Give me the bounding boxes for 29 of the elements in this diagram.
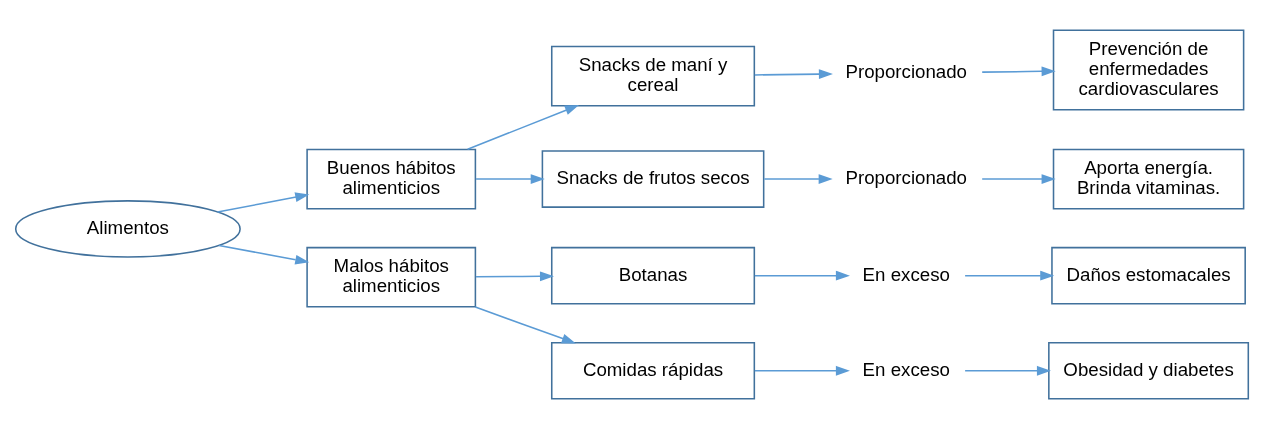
node-box: Malos hábitos alimenticios: [306, 246, 477, 308]
node-box: Comidas rápidas: [550, 341, 756, 400]
node-box: Prevención de enfermedades cardiovasculares: [1052, 28, 1245, 110]
node-box: Botanas: [550, 246, 756, 304]
arrow: [466, 104, 579, 150]
node-text: En exceso: [862, 358, 950, 380]
arrow: [754, 365, 850, 376]
arrow: [474, 305, 576, 343]
arrow: [964, 365, 1051, 376]
node-text: Proporcionado: [845, 166, 968, 188]
node-box: Buenos hábitos alimenticios: [306, 148, 477, 209]
node-ellipse: Alimentos: [14, 199, 241, 258]
arrow: [754, 68, 833, 79]
arrow: [218, 244, 310, 265]
arrow: [981, 65, 1056, 76]
arrow: [964, 270, 1055, 281]
arrow: [754, 270, 850, 281]
node-text: En exceso: [862, 262, 950, 284]
node-box: Obesidad y diabetes: [1048, 341, 1250, 400]
arrow: [475, 270, 554, 281]
arrow: [216, 191, 310, 213]
arrow: [763, 173, 833, 184]
node-text: Proporcionado: [845, 60, 968, 82]
node-box: Daños estomacales: [1051, 246, 1246, 304]
node-box: Snacks de maní y cereal: [550, 45, 756, 107]
arrow: [475, 173, 545, 184]
node-box: Snacks de frutos secos: [541, 149, 765, 208]
arrow: [981, 173, 1056, 184]
node-box: Aporta energía. Brinda vitaminas.: [1052, 148, 1245, 209]
